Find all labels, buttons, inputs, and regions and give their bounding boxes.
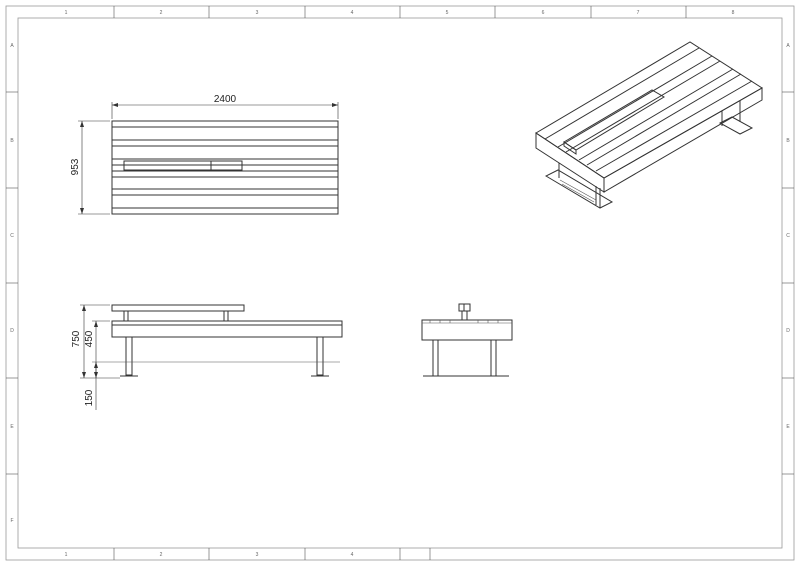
top-view: 2400 953 [70,94,339,215]
dimension-foot-height-label: 150 [84,389,95,406]
iso-seat-top [535,41,763,179]
front-view-backrest-post-left [123,310,129,322]
inner-frame [17,17,783,549]
bottom-zone-label-4: 4 [351,552,354,558]
front-view: 750 450 150 [71,304,343,410]
right-zone-label-b: B [786,138,790,144]
right-zone-label-d: D [786,328,790,334]
isometric-view [535,41,763,209]
dimension-seat-height: 450 [84,320,110,378]
bottom-zone-label-3: 3 [256,552,259,558]
side-view-leg-right [490,339,497,377]
iso-slats [544,47,753,172]
iso-seat-front-face [535,132,605,193]
side-view-slat-ends [429,320,499,323]
top-view-backrest-plank [123,160,243,171]
side-view [421,303,513,377]
front-view-seat [111,320,343,338]
top-view-slats [112,126,338,209]
dimension-seat-height-label: 450 [84,330,95,347]
dimension-overall-height-label: 750 [71,330,82,347]
dimension-width: 2400 [111,94,339,119]
left-zone-label-d: D [10,328,14,334]
right-zone-label-e: E [786,424,790,430]
top-view-outline [111,120,339,215]
iso-leg-near [544,163,614,209]
top-zone-label-6: 6 [542,10,545,16]
left-zone-ruler: A B C D E F [6,43,18,524]
top-zone-label-7: 7 [637,10,640,16]
right-zone-ruler: A B C D E [782,43,794,475]
front-view-backrest-post-right [223,310,229,322]
iso-seat-end-face [603,87,763,193]
dimension-overall-height: 750 [71,304,110,378]
front-view-backrest [111,304,245,312]
top-zone-label-2: 2 [160,10,163,16]
iso-leg-far [718,101,754,135]
dimension-foot-height: 150 [80,362,120,410]
bottom-zone-label-1: 1 [65,552,68,558]
left-zone-label-f: F [10,518,13,524]
dimension-depth-label: 953 [70,158,81,175]
left-zone-label-b: B [10,138,14,144]
right-zone-label-a: A [786,43,790,49]
dimension-depth: 953 [70,120,110,215]
top-zone-label-1: 1 [65,10,68,16]
side-view-seat [421,319,513,341]
left-zone-label-e: E [10,424,14,430]
side-view-backrest-post [461,310,468,321]
left-zone-label-a: A [10,43,14,49]
front-view-leg-left [125,336,133,376]
outer-frame [5,5,795,561]
top-zone-label-5: 5 [446,10,449,16]
dimension-width-label: 2400 [214,94,237,105]
bottom-zone-ruler: 1 2 3 4 [65,548,431,560]
top-zone-label-4: 4 [351,10,354,16]
top-zone-ruler: 1 2 3 4 5 6 7 8 [65,6,735,18]
top-zone-label-8: 8 [732,10,735,16]
top-zone-label-3: 3 [256,10,259,16]
side-view-leg-left [432,339,439,377]
front-view-leg-right [316,336,324,376]
bottom-zone-label-2: 2 [160,552,163,558]
left-zone-label-c: C [10,233,14,239]
right-zone-label-c: C [786,233,790,239]
